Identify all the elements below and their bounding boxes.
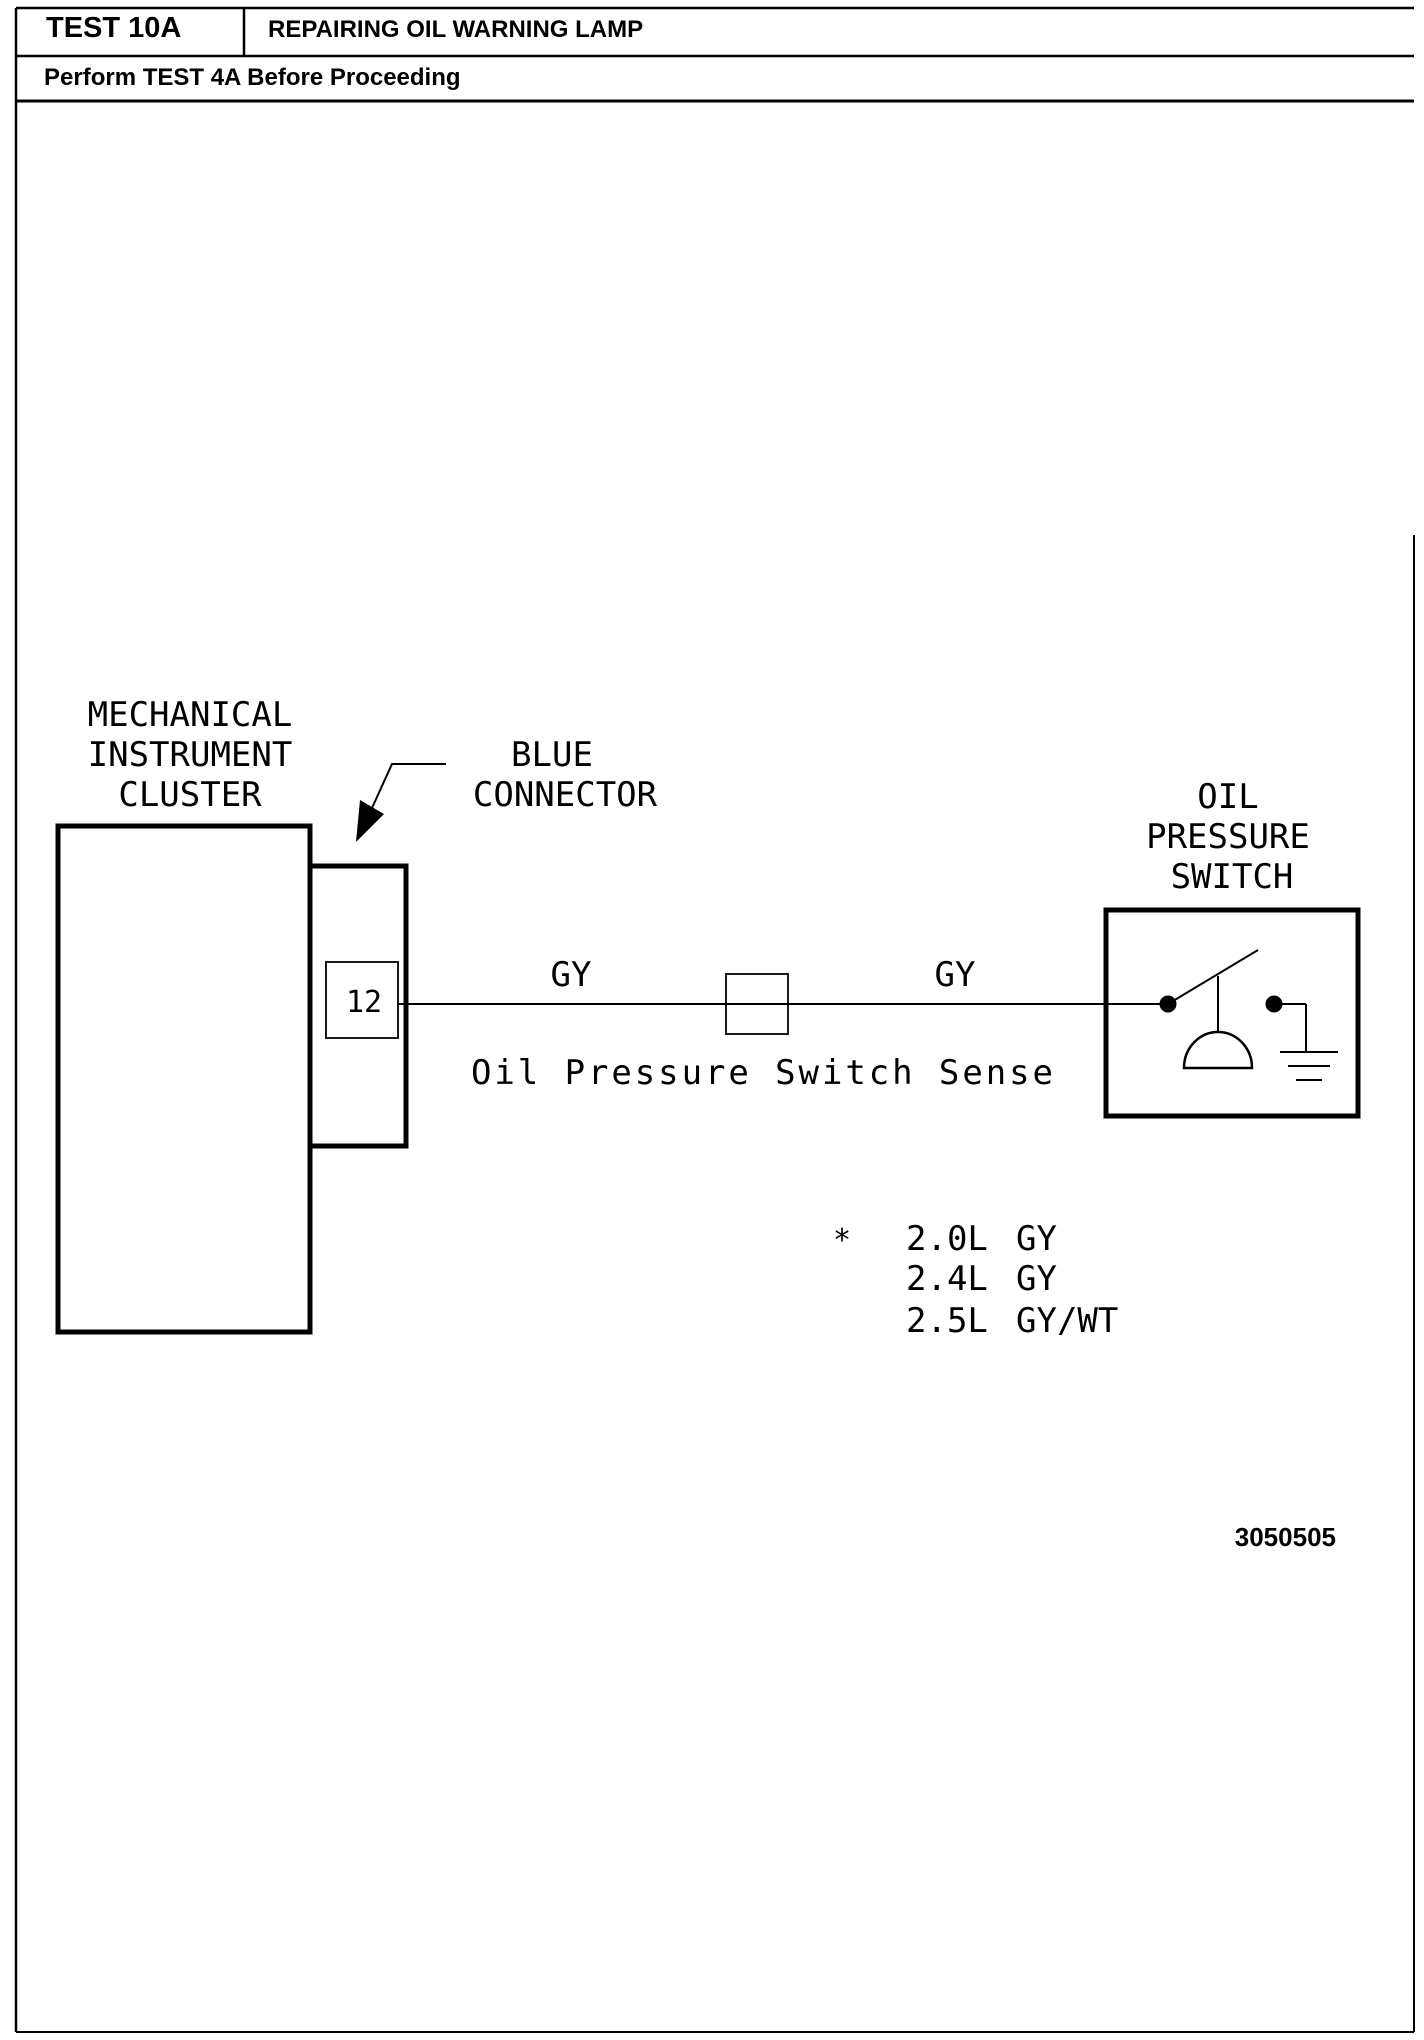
instrument-cluster-box	[55, 823, 313, 1335]
note-color-3: GY/WT	[1016, 1301, 1118, 1341]
pressure-switch-symbol	[1159, 949, 1306, 1070]
note-color-1: GY	[1016, 1219, 1057, 1259]
note-marker: *	[833, 1223, 851, 1258]
note-engine-2: 2.4L	[906, 1259, 988, 1299]
cluster-label-line-1: MECHANICAL	[88, 695, 293, 735]
note-engine-3: 2.5L	[906, 1301, 988, 1341]
circuit-name: Oil Pressure Switch Sense	[471, 1053, 1053, 1093]
note-color-2: GY	[1016, 1259, 1057, 1299]
note-engine-1: 2.0L	[906, 1219, 988, 1259]
connector-label-line-2: CONNECTOR	[473, 775, 658, 815]
cluster-label-line-2: INSTRUMENT	[88, 735, 293, 775]
switch-label-line-3: SWITCH	[1171, 857, 1294, 897]
figure-number: 3050505	[1235, 1522, 1336, 1552]
connector-leader-arrow	[356, 763, 446, 842]
ground-icon	[1280, 1004, 1338, 1081]
pin-12-box	[325, 961, 399, 1039]
connector-label-line-1: BLUE	[511, 735, 593, 775]
oil-pressure-switch-box	[1103, 907, 1361, 1119]
wire-color-right: GY	[935, 955, 976, 995]
wire-color-left: GY	[551, 955, 592, 995]
cluster-label-line-3: CLUSTER	[118, 775, 262, 815]
blue-connector-body	[307, 863, 409, 1149]
wire-splice-box	[725, 973, 789, 1035]
prerequisite-note: Perform TEST 4A Before Proceeding	[44, 64, 461, 91]
switch-label-line-1: OIL	[1197, 777, 1258, 817]
pin-number: 12	[346, 985, 382, 1020]
test-title: REPAIRING OIL WARNING LAMP	[268, 16, 644, 43]
test-id: TEST 10A	[46, 12, 182, 44]
frame	[14, 6, 1415, 2033]
switch-label-line-2: PRESSURE	[1146, 817, 1310, 857]
